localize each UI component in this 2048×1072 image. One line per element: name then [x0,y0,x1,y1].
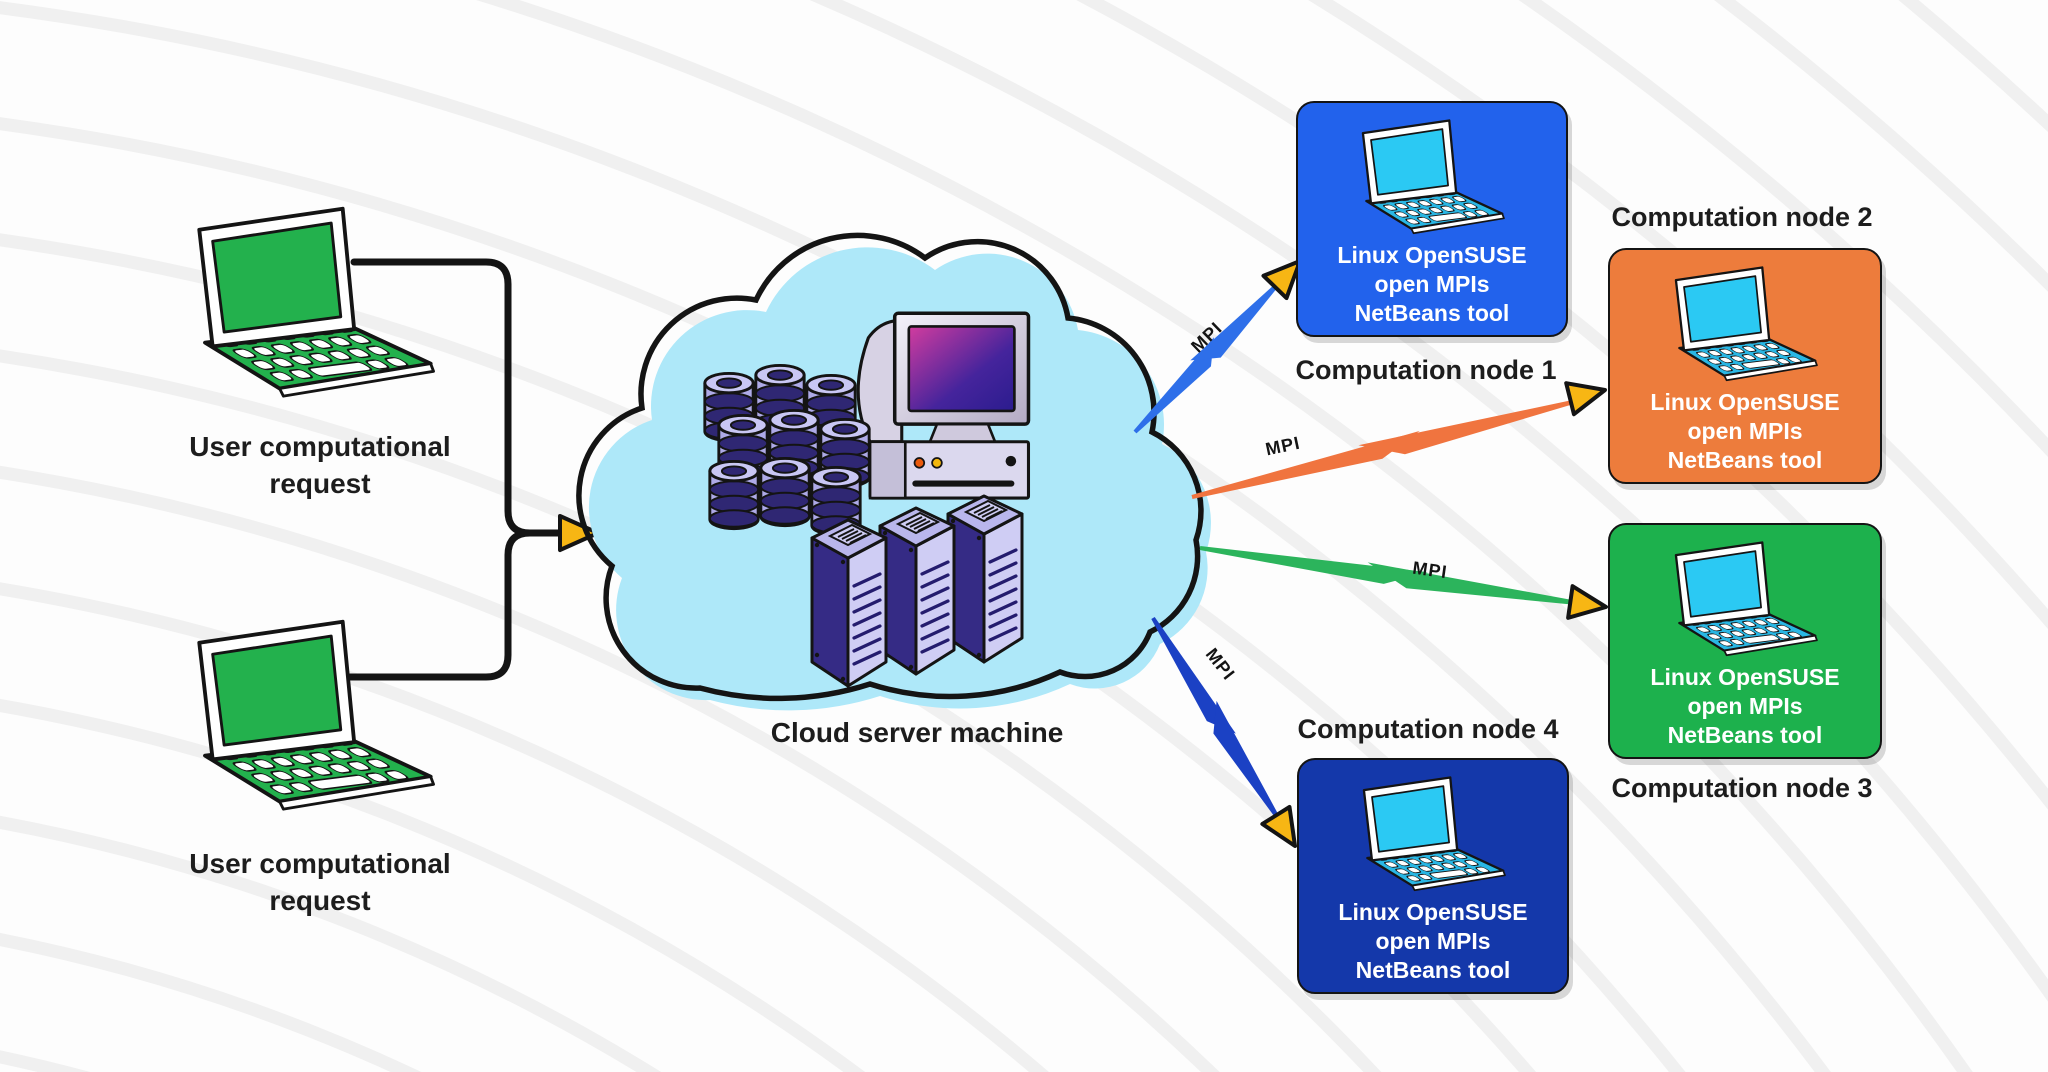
mpi-arrowhead-3-icon [1566,584,1608,620]
mpi-arrowhead-4-icon [1260,804,1297,848]
request-connector-lines [346,258,566,681]
node-laptop-icon [1670,264,1820,382]
cloud-label: Cloud server machine [770,717,1064,748]
mpi-link-node2 [1191,381,1607,499]
server-towers-icon [810,494,1024,688]
node-laptop-icon [1357,117,1507,235]
node-laptop-icon [1670,539,1820,657]
user-request-label-2: User computational request [189,848,451,916]
cloud-server-machine [576,232,1211,711]
node-4-label: Computation node 4 [1297,714,1559,744]
disk-array-icon [703,363,871,537]
user-laptop-2-icon [197,619,436,812]
node-laptop-icon [1358,774,1508,892]
node-1-label: Computation node 1 [1295,355,1557,385]
mpi-link-node3 [1199,546,1608,620]
node-3-label: Computation node 3 [1611,773,1873,803]
user-request-label-1: User computational request [189,431,451,499]
mpi-arrowhead-2-icon [1564,381,1607,417]
mpi-arrowhead-1-icon [1261,259,1302,301]
user-laptop-1-icon [197,206,436,399]
node-2-label: Computation node 2 [1611,202,1873,232]
cloud-outline [576,232,1204,702]
desktop-computer-icon [856,311,1031,500]
mpi-link-node4 [1151,616,1297,848]
mpi-link-node1 [1133,259,1302,434]
merge-arrowhead-icon [558,514,600,552]
